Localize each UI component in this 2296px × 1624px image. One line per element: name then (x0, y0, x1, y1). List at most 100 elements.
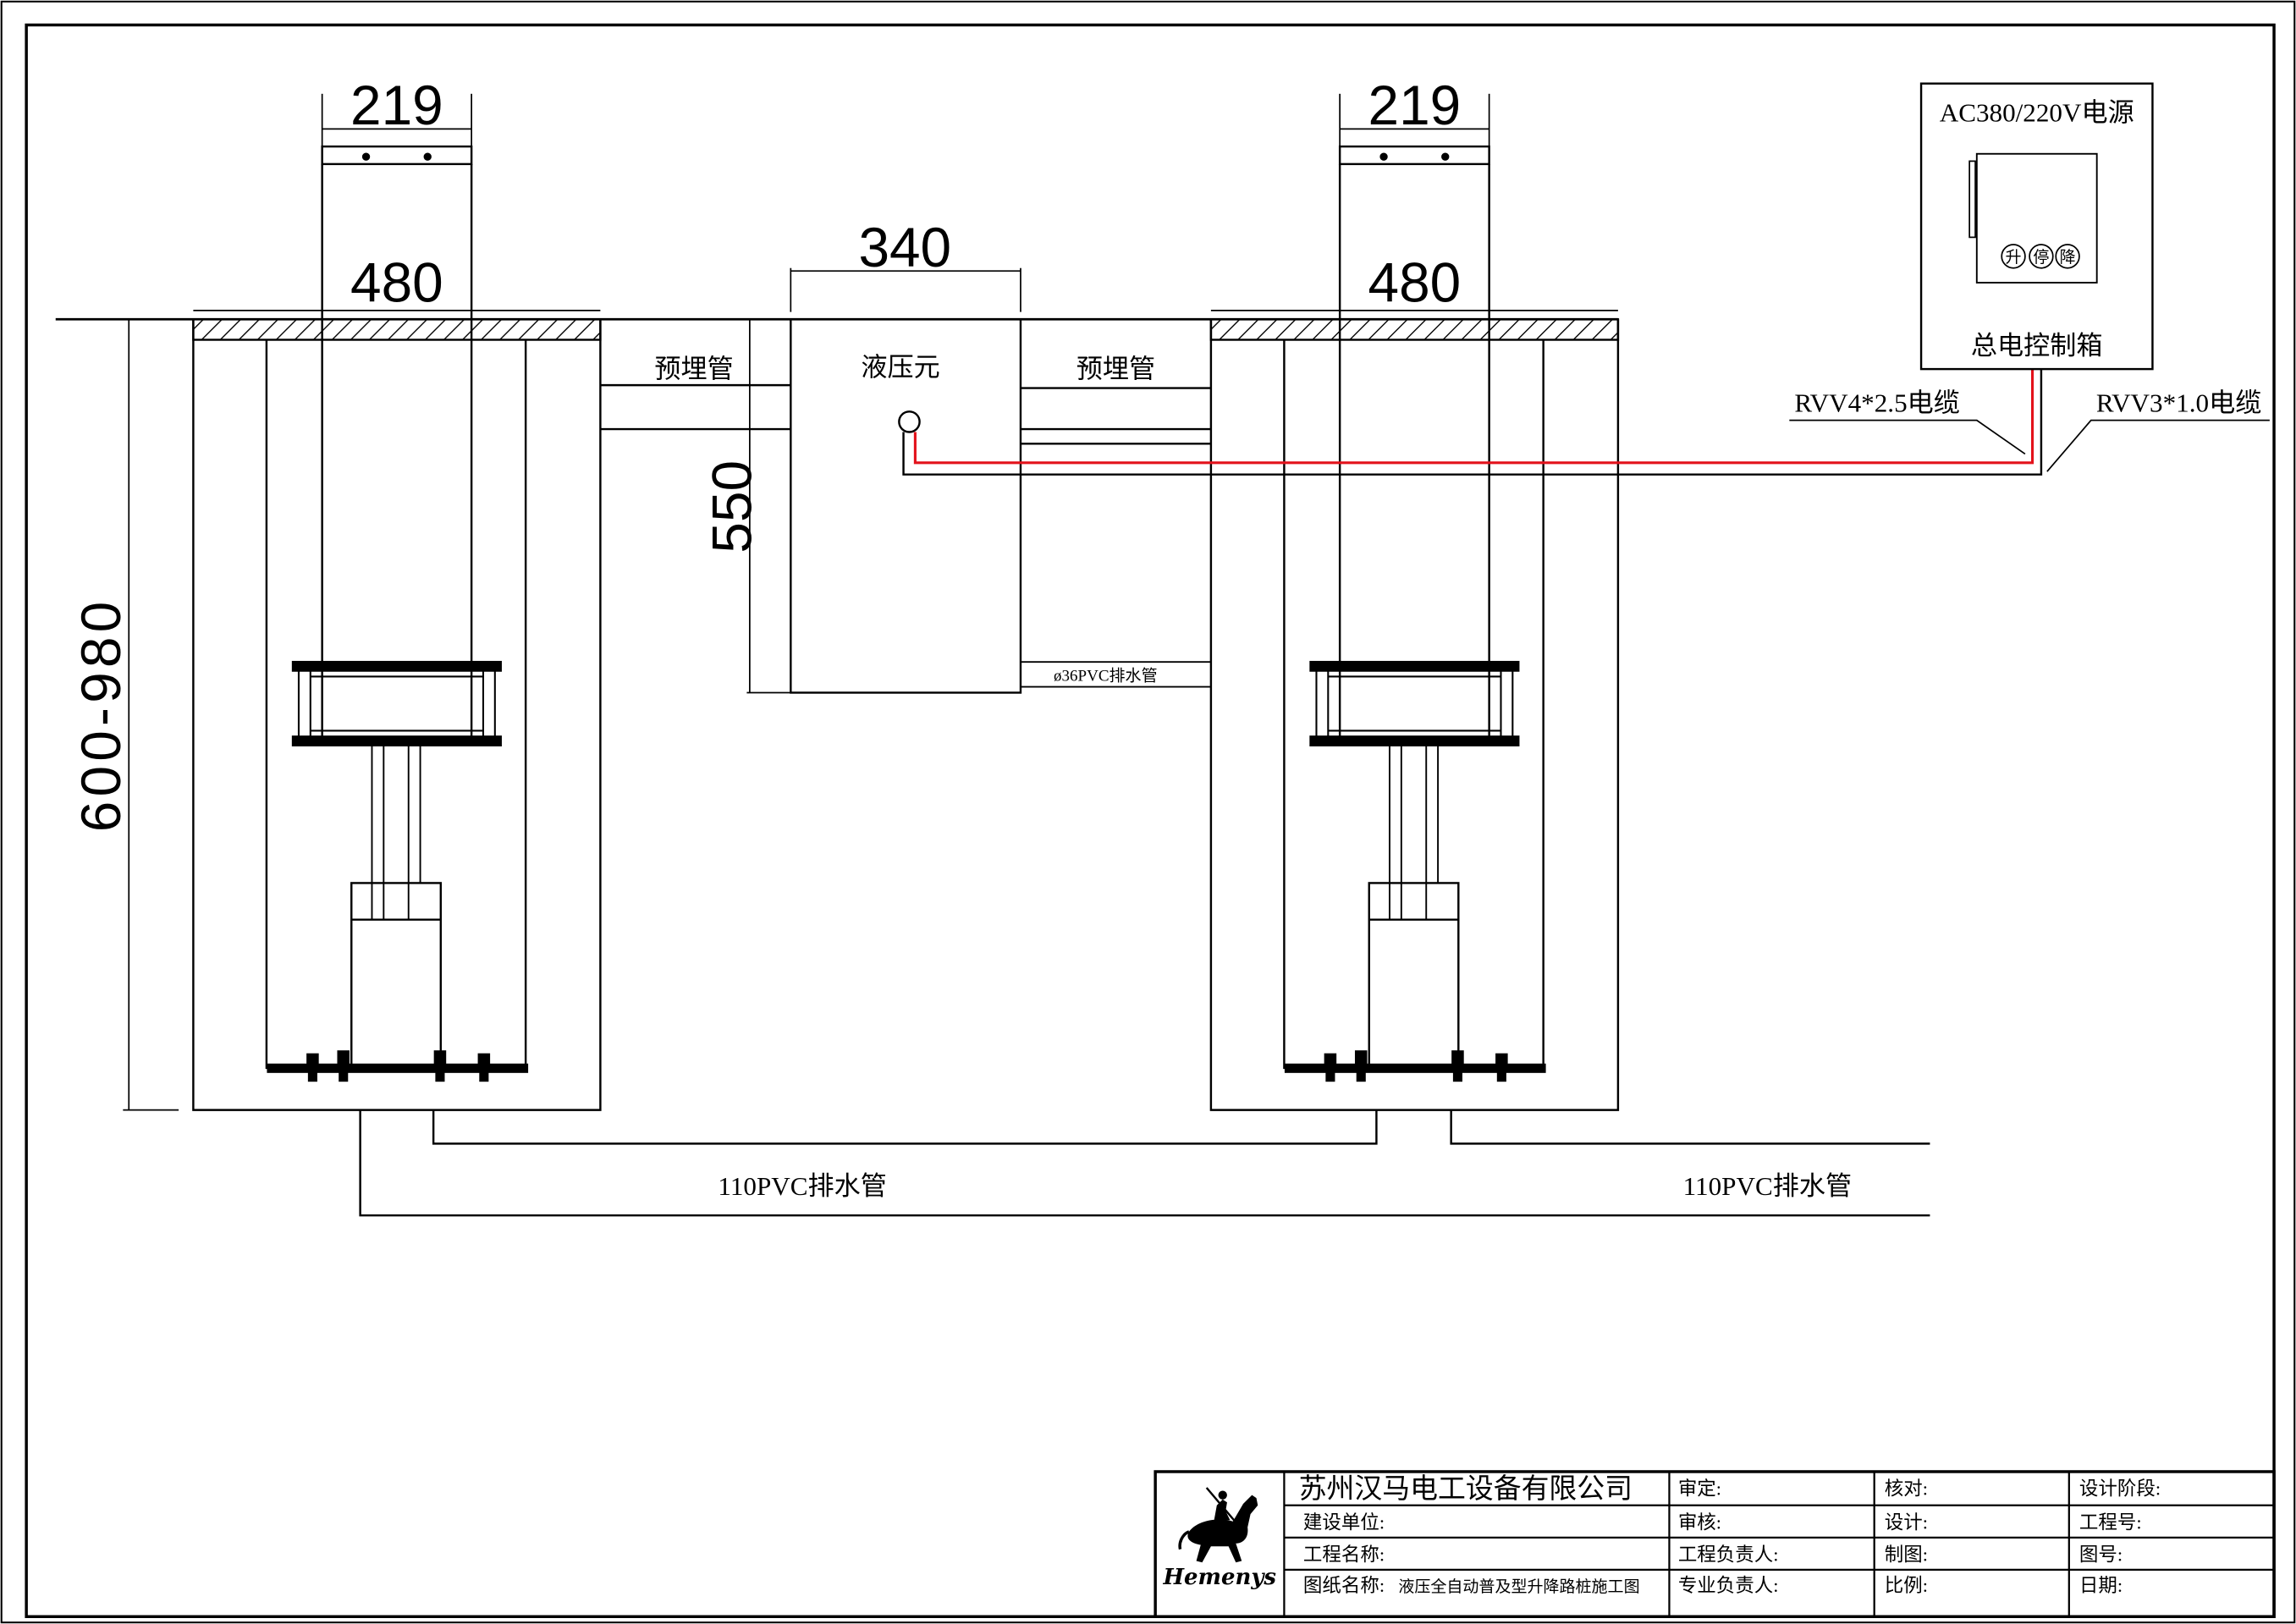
pit-depth-dim-text: 600-980 (69, 597, 132, 833)
stop-button-circle[interactable] (2029, 244, 2054, 269)
main-drain-label-left: 110PVC排水管 (718, 1171, 886, 1201)
left-bollard-pit: 219 480 (192, 74, 602, 1111)
pit-depth-dimension: 600-980 (69, 319, 179, 1111)
drain-pipe-outer (359, 1109, 1930, 1217)
left-pit-dim-text: 480 (350, 251, 443, 314)
door-handle-icon (1968, 160, 1976, 239)
hydraulic-unit-box (790, 318, 1022, 694)
right-pit-dim-text: 480 (1368, 251, 1462, 314)
right-flange-bottom-bar (1309, 735, 1520, 746)
company-name: 苏州汉马电工设备有限公司 (1299, 1473, 1633, 1505)
left-bolt-nut (307, 1071, 317, 1082)
inner-sheet-frame (25, 23, 2276, 1618)
left-base-plate-bar (267, 1063, 529, 1073)
right-pit-cover-hatch (1209, 318, 1620, 341)
stop-button[interactable]: 停 (2029, 244, 2054, 269)
left-cylinder-body (350, 882, 443, 1071)
title-block-grid (1283, 1471, 2275, 1617)
raise-button-circle[interactable] (2001, 244, 2026, 269)
right-bollard-pit: 219 480 (1209, 74, 1620, 1111)
hydraulic-unit: 液压元 340 550 (701, 216, 1022, 694)
raise-button-label: 升 (2006, 248, 2022, 267)
left-top-dim-text: 219 (350, 74, 443, 136)
left-flange-bottom-bar (291, 735, 502, 746)
title-block-frame (1154, 1470, 2276, 1618)
left-pit-dimension: 480 (193, 251, 601, 314)
main-drain-label-right: 110PVC排水管 (1683, 1171, 1852, 1201)
right-pit-liner (1283, 339, 1544, 1070)
power-cable-leader (1789, 419, 2026, 455)
right-cylinder-body (1368, 882, 1460, 1071)
drawing-name-value: 液压全自动普及型升降路桩施工图 (1398, 1577, 1639, 1596)
right-flange (1309, 660, 1520, 746)
left-anchor-bolt (306, 1053, 319, 1067)
right-cap-screw (1441, 152, 1450, 161)
left-bolt-nut (435, 1071, 445, 1082)
stop-button-label: 停 (2033, 248, 2049, 267)
drain-pipe-link (432, 1109, 1378, 1145)
right-anchor-bolt (1495, 1053, 1508, 1067)
lower-button-label: 降 (2060, 248, 2076, 267)
right-pit-outer-wall (1209, 319, 1620, 1111)
left-base-plate (267, 1050, 529, 1082)
left-anchor-bolt (433, 1050, 447, 1067)
right-piston-rods (1389, 745, 1440, 920)
label-client: 建设单位: (1303, 1511, 1385, 1533)
hu-width-dim-text: 340 (858, 216, 951, 278)
logo-wordmark: Hemenys (1163, 1565, 1277, 1590)
right-top-dimension: 219 (1339, 74, 1490, 147)
right-top-dim-text: 219 (1368, 74, 1462, 136)
left-piston-rods (371, 745, 421, 920)
left-bollard-cap (321, 145, 473, 166)
label-scale: 比例: (1885, 1575, 1928, 1596)
right-cap-screw (1379, 152, 1388, 161)
right-bolt-nut (1452, 1071, 1462, 1082)
label-project-no: 工程号: (2079, 1511, 2142, 1533)
left-anchor-bolt (477, 1053, 491, 1067)
lower-button[interactable]: 降 (2055, 244, 2080, 269)
left-cap-screw (361, 152, 371, 161)
label-checked: 核对: (1885, 1478, 1928, 1500)
label-drawn: 制图: (1885, 1544, 1928, 1566)
embedded-pipe-right: 预埋管 (1020, 354, 1211, 445)
control-cable-leader (2046, 419, 2270, 472)
label-project-lead: 工程负责人: (1678, 1544, 1779, 1566)
right-base-plate (1284, 1050, 1546, 1082)
control-cable-black (902, 369, 2043, 476)
right-bollard-cap (1338, 145, 1490, 166)
cable-runs: RVV4*2.5电缆 RVV3*1.0电缆 (902, 369, 2270, 476)
label-project-name: 工程名称: (1303, 1544, 1385, 1566)
left-bolt-nut (479, 1071, 489, 1082)
hydraulic-unit-label: 液压元 (861, 353, 939, 383)
right-pit-dimension: 480 (1210, 251, 1618, 314)
left-pit-liner (265, 339, 527, 1070)
left-top-dimension: 219 (321, 74, 472, 147)
right-bolt-nut (1356, 1071, 1366, 1082)
left-bolt-nut (339, 1071, 349, 1082)
label-approved: 审定: (1678, 1478, 1721, 1500)
power-supply-label: AC380/220V电源 (1940, 98, 2134, 128)
left-pit-cover-hatch (192, 318, 602, 341)
left-cap-screw (423, 152, 432, 161)
power-cable-label: RVV4*2.5电缆 (1794, 388, 1960, 417)
left-flange-top-bar (291, 660, 502, 672)
label-reviewed: 审核: (1678, 1511, 1721, 1533)
right-flange-ribs (1315, 670, 1514, 737)
label-designed: 设计: (1885, 1511, 1928, 1533)
control-cable-label: RVV3*1.0电缆 (2096, 388, 2262, 417)
raise-button[interactable]: 升 (2001, 244, 2026, 269)
horse-rider-icon (1178, 1487, 1258, 1563)
right-anchor-bolt (1354, 1050, 1368, 1067)
right-anchor-bolt (1324, 1053, 1337, 1067)
right-flange-top-bar (1309, 660, 1520, 672)
left-hydraulic-cylinder (350, 882, 443, 1071)
control-box: AC380/220V电源 升 停 降 总电控制箱 (1919, 82, 2154, 371)
right-bollard-column (1338, 145, 1490, 737)
left-anchor-bolt (337, 1050, 350, 1067)
lower-button-circle[interactable] (2055, 244, 2080, 269)
label-drawing-name: 图纸名称: (1303, 1575, 1385, 1596)
label-discipline-lead: 专业负责人: (1678, 1575, 1779, 1596)
right-base-plate-bar (1284, 1063, 1546, 1073)
